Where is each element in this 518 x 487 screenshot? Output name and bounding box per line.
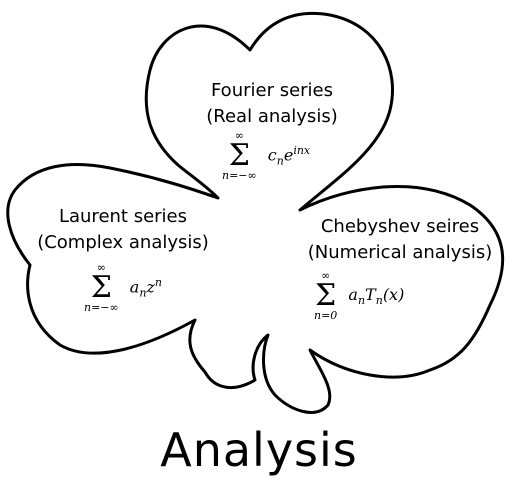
laurent-series-title: Laurent series (58, 206, 188, 227)
summation-sign: ∞ Σ n=0 (314, 269, 338, 322)
chebyshev-series-formula: ∞ Σ n=0 anTn(x) (314, 270, 404, 322)
summation-sign: ∞ Σ n=−∞ (84, 261, 119, 314)
laurent-series-label: Laurent series (Complex analysis) (18, 204, 228, 256)
fourier-series-subtitle: (Real analysis) (206, 106, 338, 127)
fourier-series-formula: ∞ Σ n=−∞ cneinx (222, 130, 310, 182)
chebyshev-series-title: Chebyshev seires (320, 216, 480, 237)
chebyshev-series-subtitle: (Numerical analysis) (307, 242, 493, 263)
summation-sign: ∞ Σ n=−∞ (222, 129, 257, 182)
laurent-term: anzn (129, 276, 162, 300)
chebyshev-series-label: Chebyshev seires (Numerical analysis) (300, 214, 500, 266)
fourier-term: cneinx (267, 144, 311, 168)
fourier-series-label: Fourier series (Real analysis) (172, 78, 372, 130)
fourier-series-title: Fourier series (210, 80, 334, 101)
shamrock-outline (6, 12, 505, 414)
laurent-series-formula: ∞ Σ n=−∞ anzn (84, 262, 162, 314)
chebyshev-term: anTn(x) (348, 284, 405, 308)
diagram-title: Analysis (160, 423, 358, 477)
laurent-series-subtitle: (Complex analysis) (37, 232, 209, 253)
